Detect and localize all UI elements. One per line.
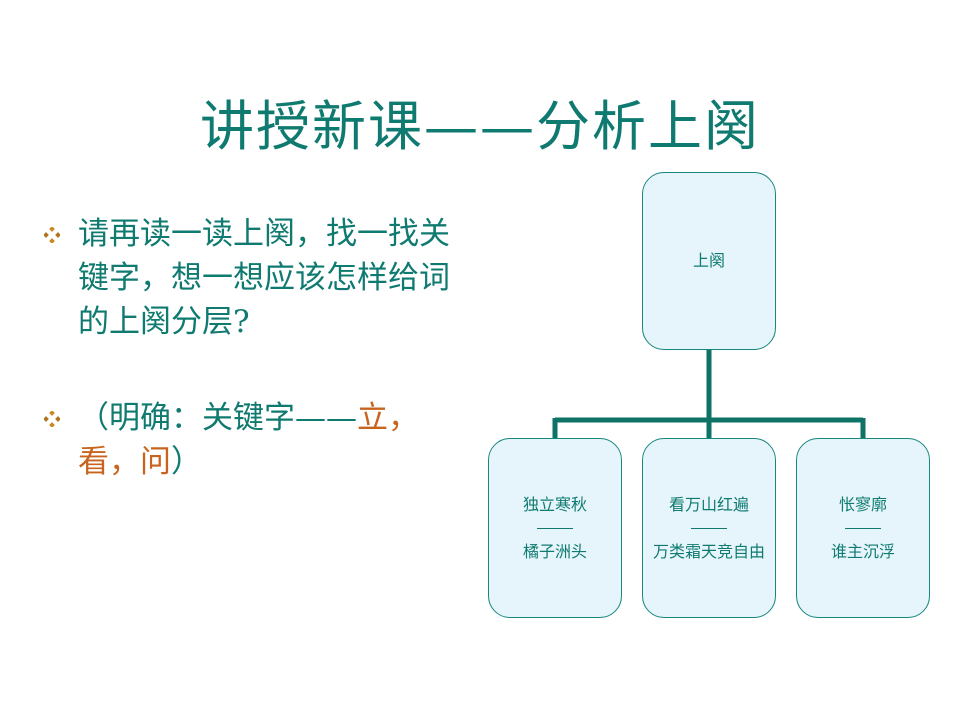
node-line-2: 万类霜天竞自由	[652, 541, 765, 561]
node-divider	[537, 527, 573, 529]
diagram-node-child-3: 怅寥廓 谁主沉浮	[796, 438, 930, 618]
connector-lines	[552, 350, 866, 438]
node-line-2: 谁主沉浮	[830, 541, 895, 561]
node-label: 上阕	[692, 251, 725, 270]
node-divider	[691, 527, 727, 529]
node-line-1: 独立寒秋	[522, 494, 587, 514]
slide-title: 讲授新课——分析上阕	[200, 95, 760, 158]
diagram-node-child-2: 看万山红遍 万类霜天竞自由	[642, 438, 776, 618]
bullet-item-answer: （明确：关键字——立，看，问）	[40, 396, 480, 484]
structure-diagram: 上阕 独立寒秋 橘子洲头 看万山红遍 万类霜天竞自由 怅寥廓 谁主沉浮	[486, 170, 932, 620]
bullet-list: 请再读一读上阕，找一找关键字，想一想应该怎样给词的上阕分层? （明确：关键字——…	[40, 212, 480, 484]
bullet-text: 请再读一读上阕，找一找关键字，想一想应该怎样给词的上阕分层?	[78, 216, 450, 340]
node-line-1: 怅寥廓	[838, 494, 887, 514]
node-line-1: 看万山红遍	[668, 494, 749, 514]
diagram-node-child-1: 独立寒秋 橘子洲头	[488, 438, 622, 618]
answer-prefix: （明确：关键字——	[78, 400, 357, 436]
answer-keywords: 立，看，问	[78, 400, 419, 480]
bullet-item-question: 请再读一读上阕，找一找关键字，想一想应该怎样给词的上阕分层?	[40, 212, 480, 344]
node-line-2: 橘子洲头	[522, 541, 587, 561]
answer-suffix: ）	[171, 444, 202, 480]
diamond-bullet-icon	[44, 411, 60, 427]
node-divider	[845, 527, 881, 529]
diamond-bullet-icon	[44, 227, 60, 243]
diagram-node-root: 上阕	[642, 172, 776, 350]
